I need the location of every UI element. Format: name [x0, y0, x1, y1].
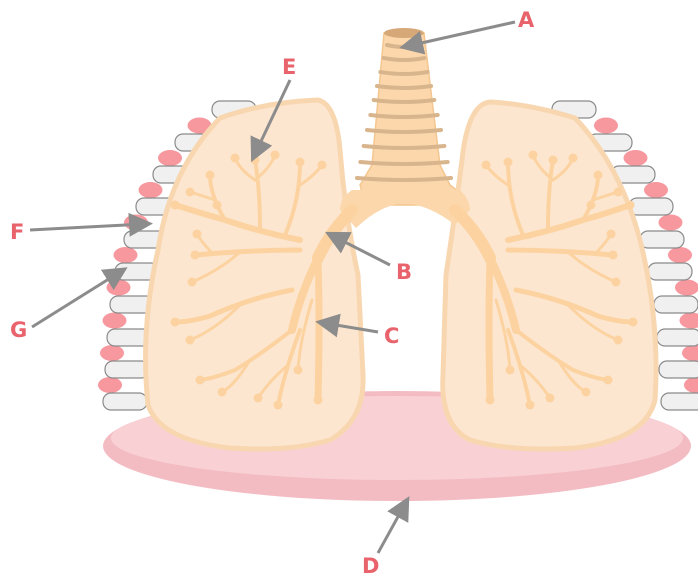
alveolus-bud: [504, 158, 513, 167]
cartilage-ring: [377, 86, 431, 88]
alveolus-bud: [604, 376, 613, 385]
alveolus-bud: [569, 154, 578, 163]
intercostal-muscle: [624, 150, 648, 166]
label-f: F: [10, 220, 24, 244]
rib: [640, 231, 684, 248]
cartilage-ring: [367, 130, 441, 132]
intercostal-muscle: [668, 247, 692, 263]
intercostal-muscle: [682, 345, 698, 361]
intercostal-muscle: [675, 280, 698, 296]
intercostal-muscle: [594, 118, 618, 134]
alveolus-bud: [609, 251, 618, 260]
alveolus-bud: [526, 401, 535, 410]
cartilage-ring: [370, 115, 437, 117]
intercostal-muscle: [114, 247, 138, 263]
intercostal-muscle: [139, 182, 163, 198]
intercostal-muscle: [659, 215, 683, 231]
trachea-opening: [384, 28, 424, 38]
alveolus-bud: [196, 376, 205, 385]
alveolus-bud: [294, 366, 303, 375]
alveolus-bud: [218, 388, 227, 397]
cartilage-ring: [380, 72, 427, 74]
label-g: G: [10, 318, 27, 342]
cartilage-ring: [374, 100, 435, 102]
rib: [105, 361, 149, 378]
intercostal-muscle: [98, 377, 122, 393]
cartilage-ring: [384, 58, 425, 60]
rib: [659, 361, 698, 378]
intercostal-muscle: [158, 150, 182, 166]
alveolus-bud: [171, 201, 180, 210]
intercostal-muscle: [684, 377, 698, 393]
label-e: E: [282, 55, 296, 79]
rib: [654, 296, 698, 313]
label-a: A: [518, 8, 535, 32]
alveolus-bud: [529, 151, 538, 160]
alveolus-bud: [626, 201, 635, 210]
cartilage-ring: [360, 162, 447, 164]
label-b: B: [396, 260, 412, 284]
alveolus-bud: [191, 251, 200, 260]
rib: [661, 393, 698, 410]
label-d: D: [362, 554, 379, 575]
alveolus-bud: [254, 394, 263, 403]
alveolus-bud: [193, 230, 202, 239]
alveolus-bud: [506, 366, 515, 375]
intercostal-muscle: [100, 345, 124, 361]
rib: [629, 198, 673, 215]
rib: [657, 329, 698, 346]
alveolus-bud: [482, 161, 491, 170]
alveolus-bud: [614, 188, 623, 197]
rib: [648, 263, 692, 280]
alveolus-bud: [318, 161, 327, 170]
alveolus-bud: [186, 336, 195, 345]
alveolus-bud: [612, 278, 621, 287]
intercostal-muscle: [103, 313, 127, 329]
alveolus-bud: [546, 394, 555, 403]
alveolus-bud: [213, 201, 222, 210]
alveolus-bud: [314, 396, 323, 405]
alveolus-bud: [274, 401, 283, 410]
cartilage-ring: [364, 146, 445, 148]
intercostal-muscle: [124, 215, 148, 231]
alveolus-bud: [587, 201, 596, 210]
intercostal-muscle: [107, 280, 131, 296]
cartilage-ring: [357, 178, 451, 180]
intercostal-muscle: [680, 313, 698, 329]
label-c: C: [384, 324, 399, 348]
alveolus-bud: [251, 156, 260, 165]
alveolus-bud: [582, 388, 591, 397]
pointer-d: [378, 504, 405, 553]
alveolus-bud: [296, 158, 305, 167]
alveolus-bud: [186, 188, 195, 197]
trachea: [350, 28, 470, 205]
alveolus-bud: [231, 154, 240, 163]
intercostal-muscle: [644, 182, 668, 198]
alveolus-bud: [607, 230, 616, 239]
alveolus-bud: [549, 156, 558, 165]
rib: [103, 393, 147, 410]
alveolus-bud: [171, 318, 180, 327]
alveolus-bud: [271, 151, 280, 160]
alveolus-bud: [486, 396, 495, 405]
alveolus-bud: [188, 278, 197, 287]
alveolus-bud: [206, 171, 215, 180]
alveolus-bud: [614, 336, 623, 345]
alveolus-bud: [594, 171, 603, 180]
alveolus-bud: [629, 318, 638, 327]
